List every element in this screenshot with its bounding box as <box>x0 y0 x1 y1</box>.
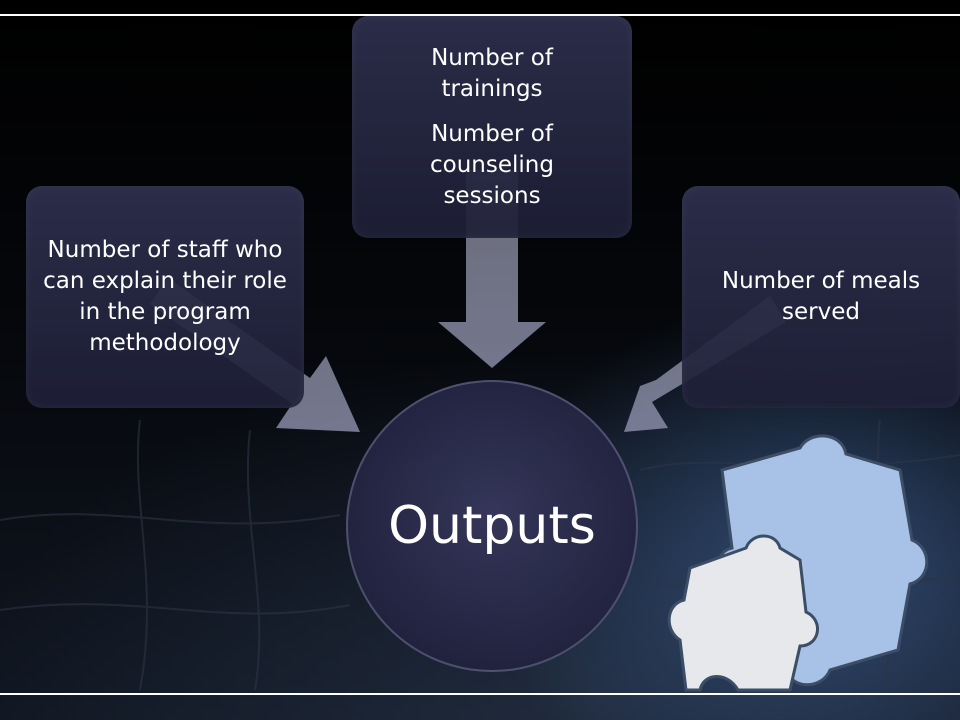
box-right-text: Number of meals served <box>721 268 921 325</box>
box-top-text-2: Number of counseling sessions <box>430 120 554 209</box>
box-meals-served: Number of meals served <box>682 186 960 408</box>
center-circle-outputs: Outputs <box>346 380 638 672</box>
box-trainings-counseling: Number of trainings Number of counseling… <box>352 16 632 238</box>
arrow-top-icon <box>438 170 546 368</box>
puzzle-piece-white-icon <box>667 534 819 692</box>
center-label: Outputs <box>388 496 596 556</box>
top-rule <box>0 14 960 16</box>
bottom-rule <box>0 693 960 695</box>
box-staff-explain-role: Number of staff who can explain their ro… <box>26 186 304 408</box>
box-left-text: Number of staff who can explain their ro… <box>43 237 287 356</box>
box-top-text-1: Number of trainings <box>431 44 553 102</box>
